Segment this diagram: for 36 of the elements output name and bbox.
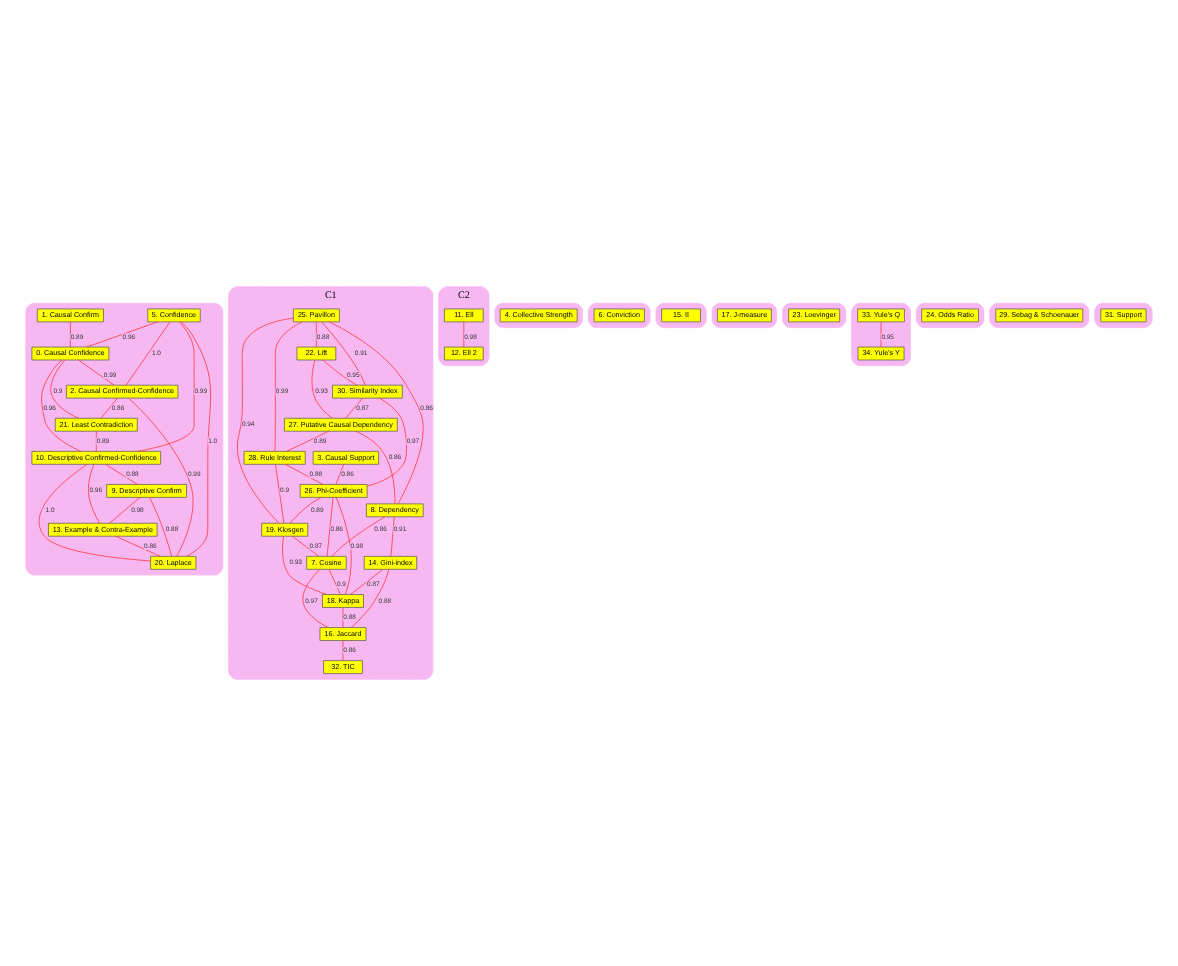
connector [335,464,344,485]
cluster [711,302,778,328]
connector [125,321,171,386]
connector [78,359,115,386]
connector [137,321,195,452]
cluster [494,302,583,328]
connector [463,321,465,348]
connector [109,497,141,524]
connector [328,569,341,595]
connector [326,497,334,557]
cluster [782,302,847,328]
connector [70,321,71,348]
connector [149,497,172,557]
cluster [915,302,985,328]
connector [275,463,285,524]
connector [88,464,100,524]
cluster [587,302,651,328]
connector [316,321,317,348]
cluster [851,302,911,367]
cluster [655,302,707,328]
connector [289,497,322,524]
connector [321,321,366,386]
connector [342,640,344,661]
cluster [25,302,224,576]
connector [345,397,363,419]
cluster [989,302,1090,328]
connector [355,430,396,504]
connector [38,464,151,562]
connector [390,516,395,557]
connector [292,535,320,557]
connector [322,359,358,386]
connector [95,430,97,452]
connector [100,397,118,419]
connector [86,321,158,348]
connector [366,397,407,487]
cluster [1094,302,1153,328]
